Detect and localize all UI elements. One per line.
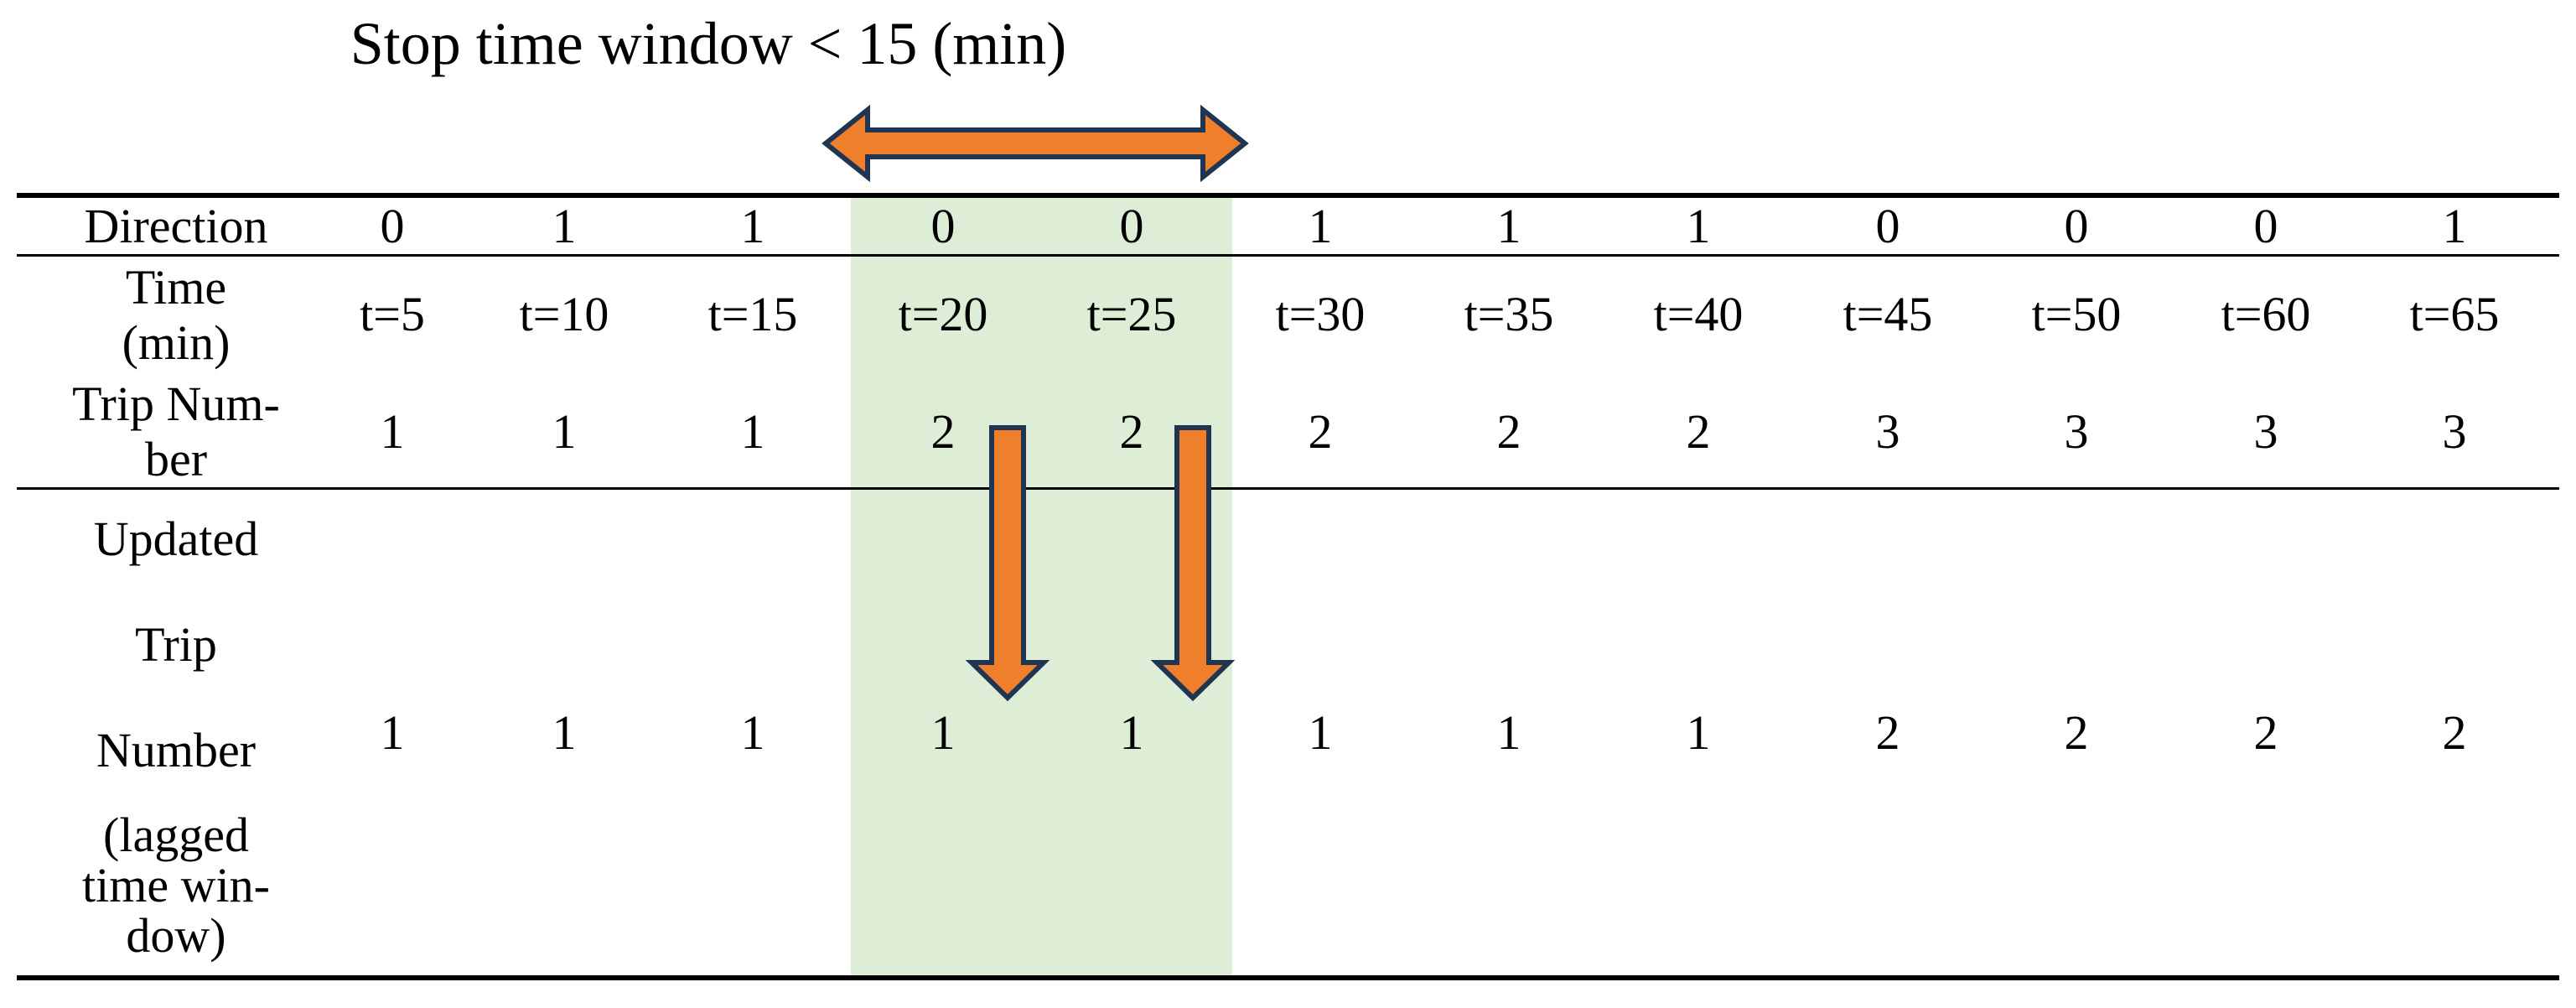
time-cell: t=25 [1086, 287, 1177, 341]
row-label-updated-trip-number: Updated Trip Number (lagged time win- do… [17, 512, 335, 961]
updated-trip-number-cell: 1 [552, 705, 577, 760]
updated-trip-number-cell: 2 [1875, 705, 1900, 760]
updated-trip-number-cell: 1 [1686, 705, 1711, 760]
direction-cell: 1 [740, 199, 765, 253]
trip-number-cell: 2 [1308, 404, 1333, 459]
direction-cell: 0 [2064, 199, 2089, 253]
direction-cell: 1 [552, 199, 577, 253]
row-label-updated-line1: Updated [93, 512, 259, 566]
time-cell: t=35 [1464, 287, 1554, 341]
table-rule-after-trip-number [17, 487, 2559, 490]
table-bottom-rule [17, 975, 2559, 980]
time-cell: t=10 [519, 287, 609, 341]
row-label-updated-line3: Number [96, 723, 257, 777]
row-label-time-line2: (min) [122, 315, 231, 370]
row-label-direction: Direction [84, 199, 268, 253]
trip-number-cell: 3 [1875, 404, 1900, 459]
row-label-time: Time (min) [17, 260, 335, 371]
row-label-updated-line4: (lagged [103, 808, 249, 862]
updated-trip-number-cell: 2 [2442, 705, 2467, 760]
trip-number-cell: 3 [2064, 404, 2089, 459]
updated-trip-number-cell: 1 [930, 705, 956, 760]
updated-trip-number-cell: 2 [2253, 705, 2278, 760]
time-cell: t=30 [1275, 287, 1366, 341]
time-cell: t=15 [707, 287, 798, 341]
time-cell: t=65 [2409, 287, 2500, 341]
trip-number-cell: 2 [1119, 404, 1144, 459]
direction-cell: 0 [930, 199, 956, 253]
updated-trip-number-cell: 1 [740, 705, 765, 760]
row-label-trip-number-line1: Trip Num- [72, 377, 280, 431]
direction-cell: 0 [380, 199, 405, 253]
table-rule-after-direction [17, 254, 2559, 257]
updated-trip-number-cell: 1 [380, 705, 405, 760]
row-label-trip-number: Trip Num- ber [17, 377, 335, 487]
direction-cell: 1 [1496, 199, 1521, 253]
direction-cell: 0 [1119, 199, 1144, 253]
trip-number-cell: 3 [2253, 404, 2278, 459]
updated-trip-number-cell: 1 [1496, 705, 1521, 760]
direction-cell: 0 [2253, 199, 2278, 253]
trip-number-cell: 2 [1686, 404, 1711, 459]
direction-cell: 1 [2442, 199, 2467, 253]
table-top-rule [17, 193, 2559, 198]
direction-cell: 1 [1308, 199, 1333, 253]
trip-number-cell: 2 [930, 404, 956, 459]
trip-number-cell: 1 [380, 404, 405, 459]
row-label-updated-line5: time win- [82, 858, 270, 912]
trip-number-cell: 3 [2442, 404, 2467, 459]
row-label-time-line1: Time [125, 260, 227, 314]
updated-trip-number-cell: 1 [1119, 705, 1144, 760]
row-label-trip-number-line2: ber [144, 432, 208, 486]
double-arrow-icon [822, 104, 1249, 183]
time-cell: t=45 [1843, 287, 1933, 341]
updated-trip-number-cell: 2 [2064, 705, 2089, 760]
row-label-updated-line6: dow) [126, 908, 226, 963]
direction-cell: 1 [1686, 199, 1711, 253]
time-cell: t=5 [360, 287, 425, 341]
row-label-updated-line2: Trip [135, 617, 217, 672]
time-cell: t=50 [2031, 287, 2122, 341]
time-cell: t=20 [898, 287, 988, 341]
trip-number-cell: 1 [552, 404, 577, 459]
time-cell: t=60 [2221, 287, 2311, 341]
trip-number-cell: 1 [740, 404, 765, 459]
diagram-title: Stop time window < 15 (min) [350, 10, 1067, 77]
direction-cell: 0 [1875, 199, 1900, 253]
updated-trip-number-cell: 1 [1308, 705, 1333, 760]
time-cell: t=40 [1653, 287, 1744, 341]
trip-number-cell: 2 [1496, 404, 1521, 459]
